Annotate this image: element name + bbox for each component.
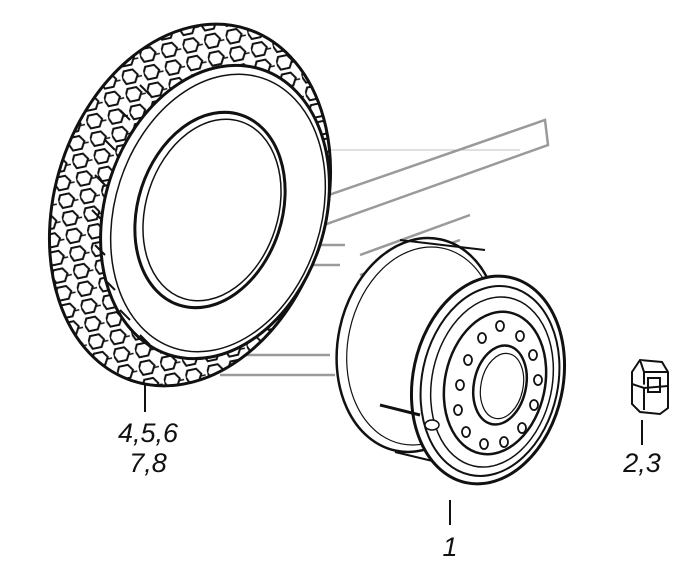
tire-callout: 4,5,6 7,8 — [112, 418, 184, 478]
weight-callout: 2,3 — [623, 448, 661, 478]
wheel-callout: 1 — [442, 532, 458, 562]
tire — [47, 22, 333, 388]
tire-callout-line1: 4,5,6 — [117, 418, 179, 448]
wheel-rim — [335, 236, 567, 486]
balance-weight — [631, 358, 669, 416]
bolt-holes — [453, 320, 543, 450]
tire-callout-line2: 7,8 — [129, 448, 167, 478]
